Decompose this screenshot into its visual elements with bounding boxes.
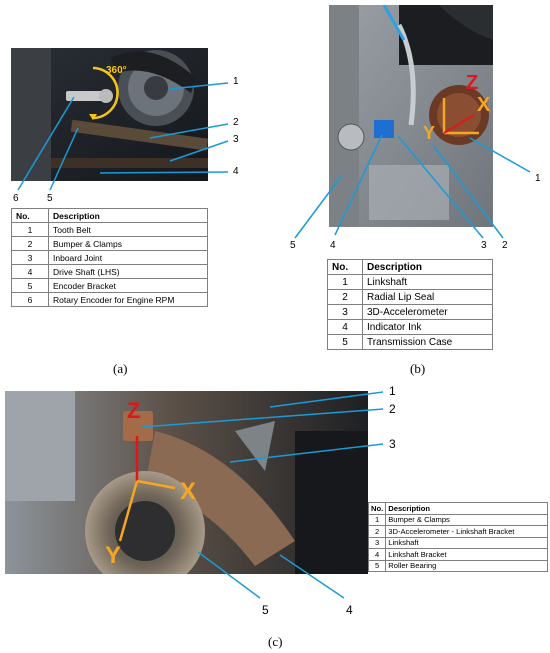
callout-lines-panel-b (294, 134, 531, 239)
photo-panel-b: Z X Y (329, 5, 493, 227)
row-description: Encoder Bracket (48, 278, 208, 293)
row-description: Bumper & Clamps (385, 513, 548, 526)
row-no: 3 (11, 250, 49, 265)
callout-c-1: 1 (389, 384, 396, 398)
photo-panel-c: Z X Y (5, 391, 368, 574)
row-no: 3 (367, 536, 387, 549)
row-description: Transmission Case (362, 334, 493, 350)
axis-y-label-b: Y (423, 123, 435, 143)
caption-panel-b: (b) (410, 361, 426, 376)
row-description: Rotary Encoder for Engine RPM (48, 292, 208, 307)
row-description: Bumper & Clamps (48, 236, 208, 251)
callout-b-3: 3 (481, 240, 487, 251)
axis-y-label-c: Y (105, 542, 121, 569)
row-description: Radial Lip Seal (362, 289, 493, 305)
header-no: No. (11, 208, 49, 223)
row-no: 1 (327, 274, 363, 290)
row-description: 3D-Accelerometer (362, 304, 493, 320)
axis-z-label-b: Z (466, 72, 478, 94)
row-no: 4 (327, 319, 363, 335)
row-description: 3D-Accelerometer - Linkshaft Bracket (385, 525, 548, 538)
axis-z-label-c: Z (127, 398, 140, 423)
callout-lines-panel-a (17, 82, 229, 191)
row-description: Inboard Joint (48, 250, 208, 265)
row-description: Indicator Ink (362, 319, 493, 335)
callout-lines-panel-c (141, 391, 384, 599)
axis-x-label-b: X (477, 94, 491, 116)
callout-c-5: 5 (262, 603, 269, 617)
row-no: 3 (327, 304, 363, 320)
row-no: 2 (367, 525, 387, 538)
table-header-row: No. Description (11, 208, 208, 223)
callout-b-4: 4 (330, 240, 336, 251)
row-description: Linkshaft (385, 536, 548, 549)
header-description: Description (385, 502, 548, 515)
header-description: Description (48, 208, 208, 223)
photo-panel-a: 360° (11, 48, 208, 181)
callout-a-1: 1 (233, 76, 239, 87)
callout-b-5: 5 (290, 240, 296, 251)
header-description: Description (362, 259, 493, 275)
row-description: Tooth Belt (48, 222, 208, 237)
callout-a-2: 2 (233, 117, 239, 128)
callout-a-3: 3 (233, 134, 239, 145)
header-no: No. (367, 502, 387, 515)
axis-x-label-c: X (180, 478, 196, 505)
callout-b-2: 2 (502, 240, 508, 251)
table-header-row: No. Description (367, 502, 548, 515)
table-header-row: No. Description (327, 259, 493, 275)
row-no: 4 (11, 264, 49, 279)
rotation-angle-label: 360° (106, 65, 127, 76)
row-description: Roller Bearing (385, 559, 548, 572)
callout-a-4: 4 (233, 166, 239, 177)
header-no: No. (327, 259, 363, 275)
callout-b-1: 1 (535, 173, 541, 184)
row-no: 2 (327, 289, 363, 305)
row-description: Linkshaft Bracket (385, 548, 548, 561)
caption-panel-c: (c) (268, 634, 283, 649)
row-no: 5 (367, 559, 387, 572)
callout-c-4: 4 (346, 603, 353, 617)
row-no: 5 (327, 334, 363, 350)
row-no: 6 (11, 292, 49, 307)
row-no: 1 (11, 222, 49, 237)
row-no: 4 (367, 548, 387, 561)
callout-a-5: 5 (47, 193, 53, 204)
callout-c-3: 3 (389, 437, 396, 451)
callout-c-2: 2 (389, 402, 396, 416)
caption-panel-a: (a) (113, 361, 128, 376)
row-description: Drive Shaft (LHS) (48, 264, 208, 279)
row-no: 5 (11, 278, 49, 293)
row-description: Linkshaft (362, 274, 493, 290)
row-no: 1 (367, 513, 387, 526)
callout-a-6: 6 (13, 193, 19, 204)
row-no: 2 (11, 236, 49, 251)
